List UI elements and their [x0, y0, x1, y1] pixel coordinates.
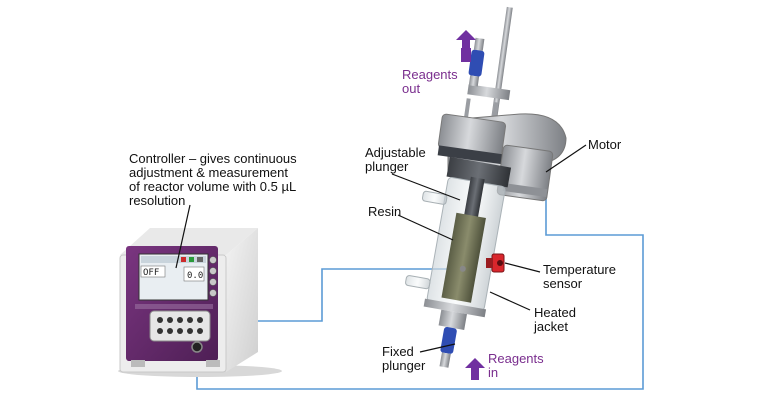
heated-jacket-leader: [489, 291, 531, 311]
label-motor: Motor: [588, 137, 622, 152]
temperature-sensor: [486, 253, 505, 273]
adjustable-plunger-rod: [463, 176, 485, 219]
controller-leader: [175, 204, 191, 269]
motor-leader: [545, 144, 587, 173]
controller-status-text: OFF: [143, 268, 159, 278]
label-temperature-sensor: Temperature sensor: [543, 262, 616, 291]
controller-connector: [191, 341, 203, 353]
signal-cables: [196, 196, 644, 390]
reactor-assembly: [405, 6, 567, 368]
controller-unit: OFF 0.0: [118, 228, 282, 377]
label-resin: Resin: [368, 204, 402, 219]
label-fixed-plunger: Fixed plunger: [382, 344, 426, 373]
fixed-plunger-leader: [419, 343, 456, 353]
temperature-sensor-leader: [504, 262, 541, 273]
resin-bed: [441, 212, 486, 303]
inlet-fitting: [440, 326, 457, 354]
reagents-out-arrow: [456, 30, 476, 62]
controller-keypad: [149, 310, 211, 342]
controller-reading-text: 0.0: [187, 271, 203, 281]
outlet-fitting: [468, 49, 485, 77]
adjustable-plunger-leader: [391, 173, 461, 201]
label-heated-jacket: Heated jacket: [534, 305, 576, 334]
resin-leader: [397, 214, 454, 241]
motor-housing: [437, 113, 567, 202]
controller-side-buttons: [209, 256, 217, 297]
reagents-in-arrow: [465, 358, 485, 380]
motor-cable: [196, 196, 644, 390]
sensor-cable: [212, 268, 470, 322]
label-controller: Controller – gives continuous adjustment…: [129, 151, 297, 208]
label-reagents-in: Reagents in: [488, 351, 544, 380]
label-reagents-out: Reagents out: [402, 67, 458, 96]
leader-lines: [175, 144, 587, 353]
label-adjustable-plunger: Adjustable plunger: [365, 145, 426, 174]
